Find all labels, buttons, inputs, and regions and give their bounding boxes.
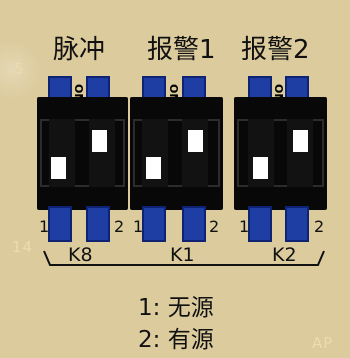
bottom-pad <box>182 206 206 242</box>
switch-rim <box>40 119 125 187</box>
pin-number-2: 2 <box>209 217 220 236</box>
legend-active: 2: 有源 <box>138 327 214 353</box>
switch-label-k2: K2 <box>272 244 297 266</box>
switch-rim <box>237 119 324 187</box>
switch-knob-1[interactable] <box>253 157 268 179</box>
switch-label-k8: K8 <box>68 244 93 266</box>
bottom-pad <box>48 206 72 242</box>
pin-number-1: 1 <box>133 217 144 236</box>
pin-number-2: 2 <box>314 217 325 236</box>
switch-knob-2[interactable] <box>188 130 203 152</box>
pin-number-1: 1 <box>39 217 50 236</box>
bottom-pad <box>285 206 309 242</box>
bottom-pad <box>248 206 272 242</box>
background-marking: AP <box>312 334 334 352</box>
switch-knob-1[interactable] <box>51 157 66 179</box>
bottom-pad <box>86 206 110 242</box>
dip-switch-k1[interactable] <box>130 97 223 210</box>
legend-passive: 1: 无源 <box>138 295 214 321</box>
title-pulse: 脉冲 <box>53 35 106 65</box>
background-marking: 5 <box>14 60 25 78</box>
switch-knob-2[interactable] <box>92 130 107 152</box>
switch-label-k1: K1 <box>170 244 195 266</box>
switch-knob-1[interactable] <box>146 157 161 179</box>
title-alarm-2: 报警2 <box>241 35 310 65</box>
pin-number-1: 1 <box>239 217 250 236</box>
switch-knob-2[interactable] <box>293 130 308 152</box>
dip-switch-k8[interactable] <box>37 97 128 210</box>
bottom-pad <box>142 206 166 242</box>
pin-number-2: 2 <box>114 217 125 236</box>
title-alarm-1: 报警1 <box>147 35 216 65</box>
switch-rim <box>133 119 220 187</box>
background-marking: 14 <box>12 238 34 256</box>
dip-switch-k2[interactable] <box>234 97 327 210</box>
